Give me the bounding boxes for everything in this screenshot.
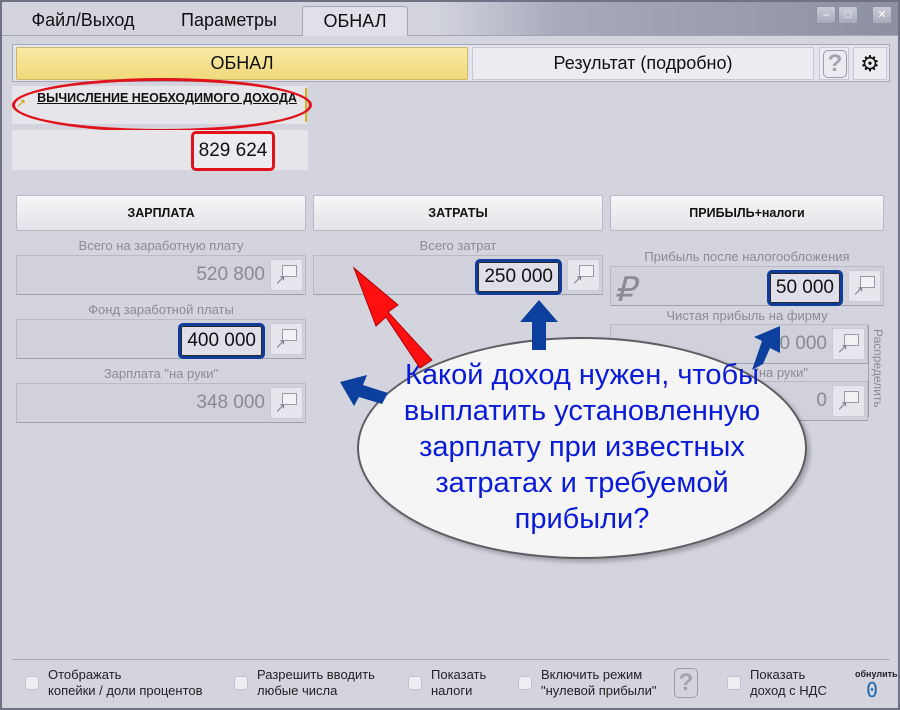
label-line: "нулевой прибыли": [541, 683, 657, 698]
profit-section-button[interactable]: ПРИБЫЛЬ+налоги: [610, 195, 884, 231]
zero-profit-mode-checkbox[interactable]: [518, 676, 532, 690]
callout-text: Какой доход нужен, чтобы выплатить устан…: [403, 359, 761, 535]
arrow-icon: ↗: [572, 272, 583, 287]
reset-counter[interactable]: 0: [866, 678, 879, 702]
question-icon[interactable]: ?: [674, 668, 698, 698]
costs-section-button[interactable]: ЗАТРАТЫ: [313, 195, 603, 231]
expand-button[interactable]: ↗: [567, 259, 600, 291]
expand-button[interactable]: ↗: [832, 328, 865, 360]
zero-profit-mode-label: Включить режим "нулевой прибыли": [541, 667, 656, 699]
profit-after-tax-label: Прибыль после налогообложения: [644, 249, 850, 264]
label-line: Отображать: [48, 667, 122, 682]
mode-panel: ОБНАЛ Результат (подробно) ? ⚙: [12, 44, 890, 82]
total-costs-field[interactable]: 250 000 ↗: [313, 255, 603, 295]
window-icon: [282, 329, 297, 341]
window-icon: [282, 393, 297, 405]
reset-label[interactable]: обнулить: [855, 669, 898, 679]
arrow-icon: ↗: [853, 283, 864, 298]
owner-cash-value: 0: [816, 390, 827, 411]
tab-bar: Файл/Выход Параметры ОБНАЛ – □ ✕: [2, 2, 898, 36]
allow-any-numbers-checkbox[interactable]: [234, 676, 248, 690]
minimize-button[interactable]: –: [816, 6, 836, 24]
expand-button[interactable]: ↗: [848, 270, 881, 302]
total-salary-field[interactable]: 520 800 ↗: [16, 255, 306, 295]
maximize-button[interactable]: □: [838, 6, 858, 24]
callout-bubble: [357, 337, 807, 559]
salary-fund-field[interactable]: 400 000 ↗: [16, 319, 306, 359]
close-button[interactable]: ✕: [872, 6, 892, 24]
expand-button[interactable]: ↗: [270, 259, 303, 291]
net-salary-field[interactable]: 348 000 ↗: [16, 383, 306, 423]
expand-button[interactable]: ↗: [270, 323, 303, 355]
profit-after-tax-field[interactable]: 50 000 ↗: [610, 266, 884, 306]
help-button[interactable]: ?: [819, 47, 849, 80]
tab-file-exit[interactable]: Файл/Выход: [31, 10, 135, 30]
net-profit-label: Чистая прибыль на фирму: [666, 308, 828, 323]
arrow-icon: ↗: [275, 336, 286, 351]
allow-any-numbers-label: Разрешить вводить любые числа: [257, 667, 375, 699]
expand-button[interactable]: ↗: [270, 387, 303, 419]
arrow-icon: ↗: [837, 341, 848, 356]
highlight-ellipse: [12, 78, 312, 132]
ruble-icon: ₽: [614, 272, 636, 309]
show-taxes-label: Показать налоги: [431, 667, 486, 699]
show-kopecks-checkbox[interactable]: [25, 676, 39, 690]
gear-icon: ⚙: [860, 51, 880, 76]
tab-obnal[interactable]: ОБНАЛ: [302, 6, 408, 36]
expand-button[interactable]: ↗: [832, 385, 865, 417]
distribute-control[interactable]: Распределить: [868, 325, 886, 417]
label-line: любые числа: [257, 683, 338, 698]
label-line: налоги: [431, 683, 473, 698]
required-income-value: 829 624: [191, 131, 275, 171]
show-taxes-checkbox[interactable]: [408, 676, 422, 690]
label-line: Включить режим: [541, 667, 643, 682]
obnal-mode-button[interactable]: ОБНАЛ: [16, 47, 468, 80]
arrow-icon: ↗: [275, 272, 286, 287]
question-icon: ?: [823, 50, 847, 78]
label-line: Разрешить вводить: [257, 667, 375, 682]
window-controls: – □ ✕: [816, 6, 892, 24]
salary-fund-label: Фонд заработной платы: [88, 302, 234, 317]
result-detailed-button[interactable]: Результат (подробно): [472, 47, 814, 80]
salary-section-button[interactable]: ЗАРПЛАТА: [16, 195, 306, 231]
show-kopecks-label: Отображать копейки / доли процентов: [48, 667, 203, 699]
arrow-icon: ↗: [837, 398, 848, 413]
total-salary-value: 520 800: [196, 264, 265, 285]
window-icon: [844, 391, 859, 403]
settings-button[interactable]: ⚙: [853, 47, 887, 80]
label-line: копейки / доли процентов: [48, 683, 203, 698]
net-salary-value: 348 000: [196, 392, 265, 413]
total-salary-label: Всего на заработную плату: [78, 238, 244, 253]
total-costs-value[interactable]: 250 000: [475, 259, 562, 295]
show-vat-income-checkbox[interactable]: [727, 676, 741, 690]
label-line: Показать: [750, 667, 806, 682]
total-costs-label: Всего затрат: [419, 238, 497, 253]
tab-parameters[interactable]: Параметры: [181, 10, 277, 30]
window-icon: [579, 265, 594, 277]
net-profit-value: 50 000: [768, 333, 827, 354]
show-vat-income-label: Показать доход с НДС: [750, 667, 827, 699]
window-icon: [282, 265, 297, 277]
distribute-label: Распределить: [871, 329, 885, 408]
profit-after-tax-value[interactable]: 50 000: [766, 270, 843, 306]
window-icon: [860, 276, 875, 288]
options-bar: Отображать копейки / доли процентов Разр…: [12, 659, 898, 703]
label-line: Показать: [431, 667, 487, 682]
net-salary-label: Зарплата "на руки": [103, 366, 219, 381]
window-icon: [844, 334, 859, 346]
salary-fund-value[interactable]: 400 000: [178, 323, 265, 359]
arrow-icon: ↗: [275, 400, 286, 415]
label-line: доход с НДС: [750, 683, 827, 698]
